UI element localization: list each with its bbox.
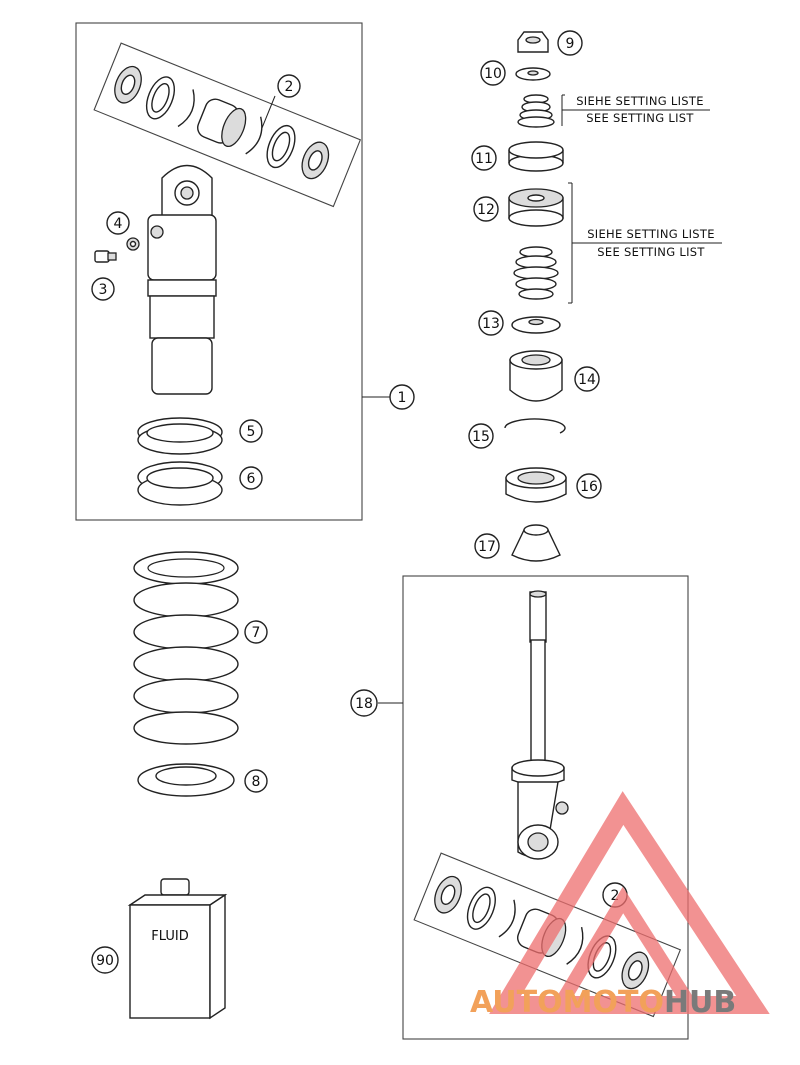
callout-label-90: 90 xyxy=(96,953,114,969)
setting-note-lower-en: SEE SETTING LIST xyxy=(597,245,705,259)
fluid-bottle-cap xyxy=(160,878,190,896)
callout-label-15: 15 xyxy=(472,429,490,445)
watermark-text-part1: AUTOMOTO xyxy=(470,985,664,1020)
callout-8 xyxy=(244,769,268,793)
callout-label-13: 13 xyxy=(482,316,500,332)
callout-11 xyxy=(471,145,497,171)
part-12-piston xyxy=(508,188,564,227)
callout-label-17: 17 xyxy=(478,539,496,555)
part-5-adjusting-ring xyxy=(137,417,223,455)
callout-7 xyxy=(244,620,268,644)
callout-label-2-bottom: 2 xyxy=(611,888,620,904)
callout-label-18: 18 xyxy=(355,696,373,712)
fluid-bottle-body xyxy=(129,904,211,1019)
fluid-label: FLUID xyxy=(151,929,188,944)
setting-note-upper-de: SIEHE SETTING LISTE xyxy=(576,94,704,108)
part-15-circlip xyxy=(504,418,566,434)
callout-1 xyxy=(389,384,415,410)
callout-90 xyxy=(91,946,119,974)
seal-kit-clip-b xyxy=(245,116,263,155)
part-17-bump-stop xyxy=(511,524,561,562)
callout-label-16: 16 xyxy=(580,479,598,495)
seal-kit-group xyxy=(93,42,362,208)
callout-15 xyxy=(468,423,494,449)
callout-label-4: 4 xyxy=(114,216,123,232)
part-14-seal-head xyxy=(509,350,563,402)
shim-stack-lower xyxy=(513,246,559,300)
callout-5 xyxy=(239,419,263,443)
callout-6 xyxy=(239,466,263,490)
callout-9 xyxy=(557,30,583,56)
callout-13 xyxy=(478,310,504,336)
shim-stack-upper xyxy=(517,94,555,128)
bleed-screw xyxy=(150,225,164,239)
part-9-nut xyxy=(517,31,549,53)
automotohub-watermark xyxy=(489,791,770,1014)
part-10-washer xyxy=(515,67,551,81)
part-6-lock-ring xyxy=(137,461,223,506)
callout-label-5: 5 xyxy=(247,424,256,440)
callout-label-1: 1 xyxy=(398,390,407,406)
callout-17 xyxy=(474,533,500,559)
part-3-screw xyxy=(94,250,117,263)
callout-16 xyxy=(576,473,602,499)
callout-label-6: 6 xyxy=(247,471,256,487)
callout-label-3: 3 xyxy=(99,282,108,298)
shock-body xyxy=(147,164,217,395)
callout-label-11: 11 xyxy=(475,151,493,167)
callout-3 xyxy=(91,277,115,301)
part-16-cap xyxy=(505,467,567,503)
callout-label-14: 14 xyxy=(578,372,596,388)
part-11-piston-ring xyxy=(508,141,564,172)
callout-12 xyxy=(473,196,499,222)
part-18-piston-rod xyxy=(511,590,569,860)
callout-label-2-top: 2 xyxy=(285,79,294,95)
callout-label-10: 10 xyxy=(484,66,502,82)
watermark-text-part2: HUB xyxy=(664,985,736,1020)
callout-label-7: 7 xyxy=(252,625,261,641)
part-7-spring xyxy=(133,551,239,745)
callout-4 xyxy=(106,211,130,235)
callout-label-8: 8 xyxy=(252,774,261,790)
piston-rod-assembly-frame xyxy=(402,575,689,1040)
seal-kit-clip-a xyxy=(177,89,195,128)
callout-10 xyxy=(480,60,506,86)
part-13-washer xyxy=(511,316,561,334)
callout-label-12: 12 xyxy=(477,202,495,218)
setting-note-upper-en: SEE SETTING LIST xyxy=(586,111,694,125)
shock-reservoir-head xyxy=(147,214,217,281)
watermark-logo-triangle xyxy=(489,791,770,1014)
callout-14 xyxy=(574,366,600,392)
part-8-spring-seat xyxy=(137,763,235,797)
callout-label-9: 9 xyxy=(566,36,575,52)
watermark-text: AUTOMOTOHUB xyxy=(470,985,736,1020)
part-90-fluid-bottle: FLUID xyxy=(127,878,228,1020)
shock-assembly-frame xyxy=(75,22,363,521)
shock-body-middle xyxy=(149,295,215,339)
setting-note-lower-de: SIEHE SETTING LISTE xyxy=(587,227,715,241)
callout-18 xyxy=(350,689,378,717)
part-4-washer xyxy=(126,237,140,251)
seal-kit-frame xyxy=(93,42,362,208)
shock-body-lower xyxy=(151,337,213,395)
callout-2-top xyxy=(277,74,301,98)
